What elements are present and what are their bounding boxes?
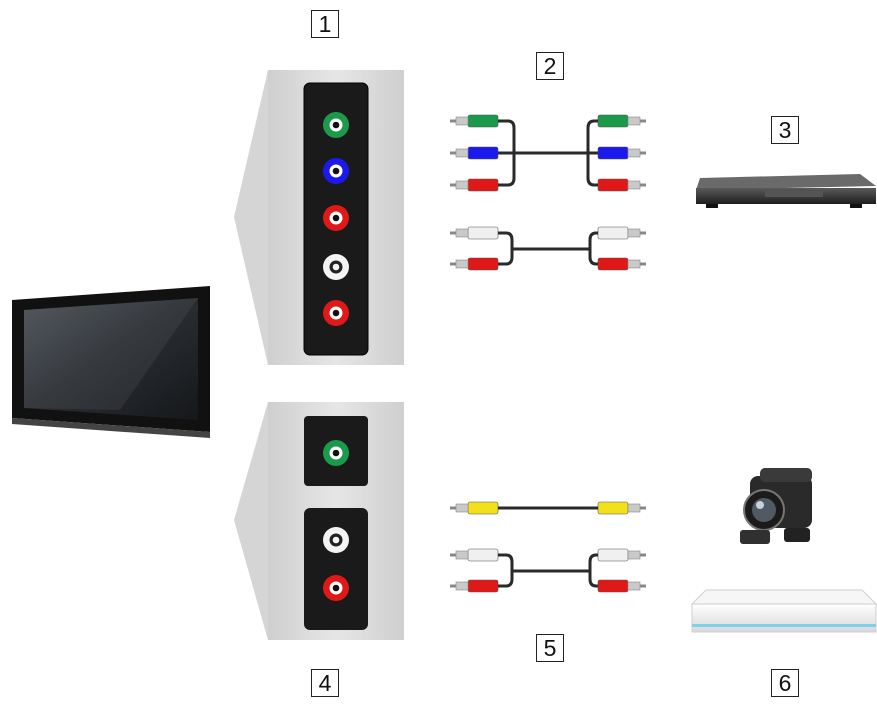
tv-icon xyxy=(12,286,210,438)
dvd-player-icon xyxy=(696,174,876,208)
plug-left xyxy=(450,548,499,562)
camcorder-icon xyxy=(740,468,812,544)
plug-left xyxy=(450,226,499,240)
jack-red xyxy=(323,575,349,601)
set-top-box-icon xyxy=(690,589,877,633)
component-terminal-panel xyxy=(268,70,404,365)
plug-left xyxy=(450,579,499,593)
plug-right xyxy=(597,226,646,240)
plug-right xyxy=(597,548,646,562)
jack-white xyxy=(323,254,349,280)
plug-right xyxy=(597,579,646,593)
plug-left xyxy=(450,114,499,128)
jack-red xyxy=(323,300,349,326)
callout-1: 1 xyxy=(311,10,339,38)
callout-5: 5 xyxy=(536,634,564,662)
upper-callout-wedge xyxy=(234,70,268,365)
callout-3: 3 xyxy=(771,116,799,144)
callout-6: 6 xyxy=(771,669,799,697)
lower-callout-wedge xyxy=(234,402,268,640)
cables xyxy=(450,114,646,593)
plug-left xyxy=(450,501,499,515)
jack-red xyxy=(323,205,349,231)
jack-green xyxy=(323,112,349,138)
plug-right xyxy=(597,178,646,192)
av-terminal-panel xyxy=(268,402,404,640)
jack-green xyxy=(323,440,349,466)
plug-left xyxy=(450,178,499,192)
plug-right xyxy=(597,146,646,160)
plug-left xyxy=(450,146,499,160)
plug-right xyxy=(597,501,646,515)
callout-4: 4 xyxy=(311,669,339,697)
plug-right xyxy=(597,257,646,271)
jack-blue xyxy=(323,158,349,184)
callout-2: 2 xyxy=(536,52,564,80)
jack-white xyxy=(323,527,349,553)
plug-left xyxy=(450,257,499,271)
plug-right xyxy=(597,114,646,128)
